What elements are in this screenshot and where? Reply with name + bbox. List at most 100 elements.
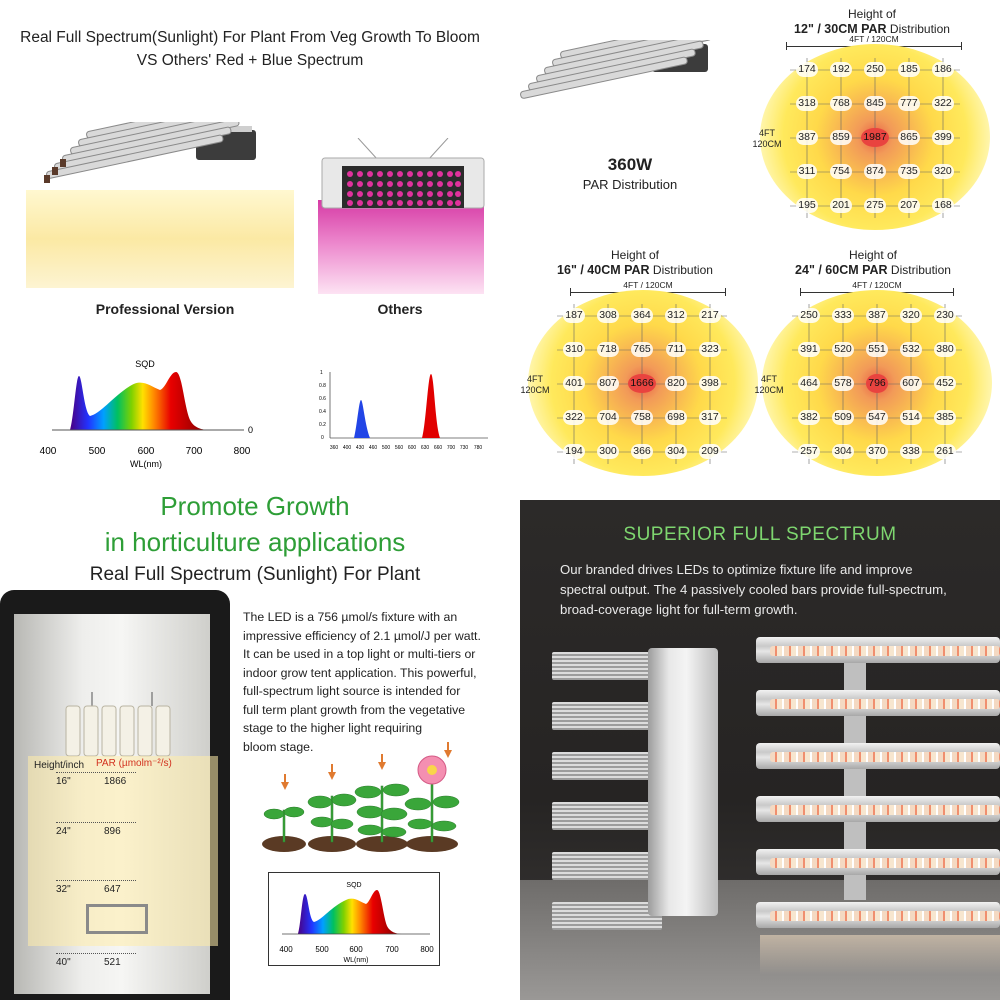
par-cell: 464 xyxy=(798,375,820,391)
sqd-chart-title: SQD xyxy=(135,359,155,369)
small-sqd-xlabel: WL(nm) xyxy=(344,957,369,964)
par-cell: 323 xyxy=(699,341,721,357)
par-cell: 338 xyxy=(900,443,922,459)
par-cell: 311 xyxy=(796,163,818,179)
par-cell: 207 xyxy=(898,197,920,213)
others-ytick-0: 0 xyxy=(321,435,324,441)
title-line-2: VS Others' Red + Blue Spectrum xyxy=(136,52,364,69)
par-cell: 514 xyxy=(900,409,922,425)
others-ytick-0-4: 0.4 xyxy=(319,409,326,415)
par-cell: 320 xyxy=(900,307,922,323)
par-cell: 380 xyxy=(934,341,956,357)
par-cell: 382 xyxy=(798,409,820,425)
par-cell: 845 xyxy=(864,95,886,111)
par-cell: 318 xyxy=(796,95,818,111)
par-cell: 317 xyxy=(699,409,721,425)
pro-version-label: Professional Version xyxy=(95,301,235,317)
par-cell: 168 xyxy=(932,197,954,213)
promote-subheadline: Real Full Spectrum (Sunlight) For Plant xyxy=(89,564,421,585)
par-grid-16: 187 308 364 312 217 310 718 765 711 323 … xyxy=(557,298,727,468)
par-dist-word: Distribution xyxy=(889,22,950,36)
par-height-value: 16" / 40CM PAR xyxy=(557,263,650,277)
tent-par-24: 896 xyxy=(104,826,121,837)
growth-description: The LED is a 756 µmol/s fixture with an … xyxy=(243,610,481,754)
tent-dots xyxy=(56,822,136,823)
par-cell: 250 xyxy=(864,61,886,77)
sqd-tick-700: 700 xyxy=(186,446,203,457)
small-sqd-tick-600: 600 xyxy=(349,945,363,954)
small-sqd-frame xyxy=(268,872,440,966)
par-cell: 308 xyxy=(597,307,619,323)
others-xtick-560: 560 xyxy=(395,445,404,451)
tent-par-header: PAR (µmolm⁻²/s) xyxy=(96,758,172,769)
tent-dots xyxy=(56,772,136,773)
pro-light-glow xyxy=(26,190,294,288)
others-xtick-360: 360 xyxy=(330,445,339,451)
par-cell: 874 xyxy=(864,163,886,179)
par-fixture-image xyxy=(520,40,728,99)
tent-light-cone xyxy=(28,756,218,946)
par-cell-center: 796 xyxy=(860,366,894,400)
par-cell: 320 xyxy=(932,163,954,179)
tent-height-32: 32" xyxy=(56,884,71,895)
par-cell: 217 xyxy=(699,307,721,323)
par-cell: 735 xyxy=(898,163,920,179)
par-cell: 401 xyxy=(563,375,585,391)
heatsink-fins xyxy=(552,802,662,830)
tent-dots xyxy=(56,880,136,881)
par-cell: 310 xyxy=(563,341,585,357)
others-xtick-430: 430 xyxy=(356,445,365,451)
par-height-label: Height of xyxy=(610,248,660,262)
small-sqd-tick-700: 700 xyxy=(385,945,399,954)
par-cell: 261 xyxy=(934,443,956,459)
par-width-label: 4FT / 120CM xyxy=(850,280,904,290)
par-cell: 174 xyxy=(796,61,818,77)
par-cell: 698 xyxy=(665,409,687,425)
others-fixture-image xyxy=(321,138,485,209)
par-cell: 209 xyxy=(699,443,721,459)
others-xtick-500: 500 xyxy=(382,445,391,451)
tent-vent xyxy=(86,904,148,934)
others-xtick-780: 780 xyxy=(474,445,483,451)
sqd-spectrum-chart: SQD 0 400 500 600 700 800 WL(nm) xyxy=(40,359,253,469)
small-sqd-tick-500: 500 xyxy=(315,945,329,954)
small-sqd-title: SQD xyxy=(346,882,361,889)
par-cell: 807 xyxy=(597,375,619,391)
tent-height-16: 16" xyxy=(56,776,71,787)
support-rail xyxy=(844,660,866,900)
par-cell: 820 xyxy=(665,375,687,391)
par-cell: 322 xyxy=(563,409,585,425)
title-line-1: Real Full Spectrum(Sunlight) For Plant F… xyxy=(20,29,480,46)
par-cell: 399 xyxy=(932,129,954,145)
par-width-label: 4FT / 120CM xyxy=(621,280,675,290)
others-ytick-0-6: 0.6 xyxy=(319,396,326,402)
superior-description: Our branded drives LEDs to optimize fixt… xyxy=(560,562,947,617)
led-strip xyxy=(770,805,1000,815)
small-sqd-chart: SQD 400 500 600 700 800 WL(nm) xyxy=(279,882,434,964)
par-cell: 398 xyxy=(699,375,721,391)
par-height-label: Height of xyxy=(847,7,897,21)
led-strip xyxy=(770,911,1000,921)
heatsink-fins xyxy=(552,702,662,730)
sqd-xlabel: WL(nm) xyxy=(130,459,162,469)
par-panel-24-header: Height of 24" / 60CM PAR Distribution xyxy=(768,248,978,278)
par-cell: 547 xyxy=(866,409,888,425)
par-cell: 185 xyxy=(898,61,920,77)
par-cell: 391 xyxy=(798,341,820,357)
par-cell-center: 1666 xyxy=(625,366,659,400)
sqd-zero-label: 0 xyxy=(248,425,253,435)
par-cell: 300 xyxy=(597,443,619,459)
par-cell: 275 xyxy=(864,197,886,213)
pro-fixture-image xyxy=(44,122,264,183)
others-ytick-0-2: 0.2 xyxy=(319,422,326,428)
others-ytick-0-8: 0.8 xyxy=(319,383,326,389)
par-cell: 257 xyxy=(798,443,820,459)
heatsink-fins xyxy=(552,852,662,880)
spectrum-compare-title: Real Full Spectrum(Sunlight) For Plant F… xyxy=(0,26,500,72)
par-height-value: 24" / 60CM PAR xyxy=(795,263,888,277)
tent-height-24: 24" xyxy=(56,826,71,837)
par-cell: 385 xyxy=(934,409,956,425)
par-dist-word: Distribution xyxy=(652,263,713,277)
par-cell: 718 xyxy=(597,341,619,357)
